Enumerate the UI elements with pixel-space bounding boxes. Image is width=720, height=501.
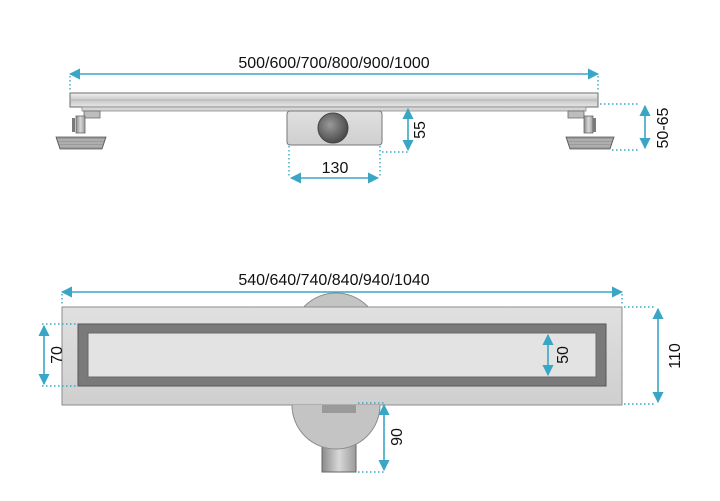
outlet-hole — [317, 112, 349, 144]
top-length-label: 540/640/740/840/940/1040 — [238, 272, 429, 289]
width-label: 110 — [667, 343, 684, 369]
grate-inner-dimension: 50 — [542, 333, 572, 377]
height-adjust-label: 50-65 — [655, 107, 672, 148]
grate — [77, 323, 607, 387]
left-leveling-foot — [55, 110, 107, 150]
grate-inner-label: 50 — [555, 346, 572, 364]
grate-outer-label: 70 — [49, 346, 66, 364]
grate-outer-dimension: 70 — [38, 323, 78, 387]
outlet-round-lower — [291, 404, 381, 450]
outlet-width-label: 130 — [322, 160, 349, 177]
top-view: 540/640/740/840/940/1040 110 — [38, 272, 684, 473]
grate-insert — [87, 332, 597, 378]
right-leveling-foot — [565, 110, 615, 150]
outlet-width-dimension: 130 — [288, 146, 381, 184]
outlet-pipe-label: 90 — [389, 428, 406, 446]
top-length-dimension: 540/640/740/840/940/1040 — [60, 272, 624, 306]
width-dimension: 110 — [624, 306, 684, 405]
outlet-height-dimension: 55 — [382, 107, 429, 153]
side-length-label: 500/600/700/800/900/1000 — [238, 55, 429, 72]
height-adjust-dimension: 50-65 — [600, 103, 672, 151]
side-view: 500/600/700/800/900/1000 — [55, 55, 672, 184]
side-length-dimension: 500/600/700/800/900/1000 — [68, 55, 600, 92]
outlet-pipe-dimension: 90 — [358, 402, 406, 473]
outlet-height-label: 55 — [412, 121, 429, 139]
drain-channel-side — [69, 92, 599, 112]
outlet-box-side — [286, 110, 383, 146]
